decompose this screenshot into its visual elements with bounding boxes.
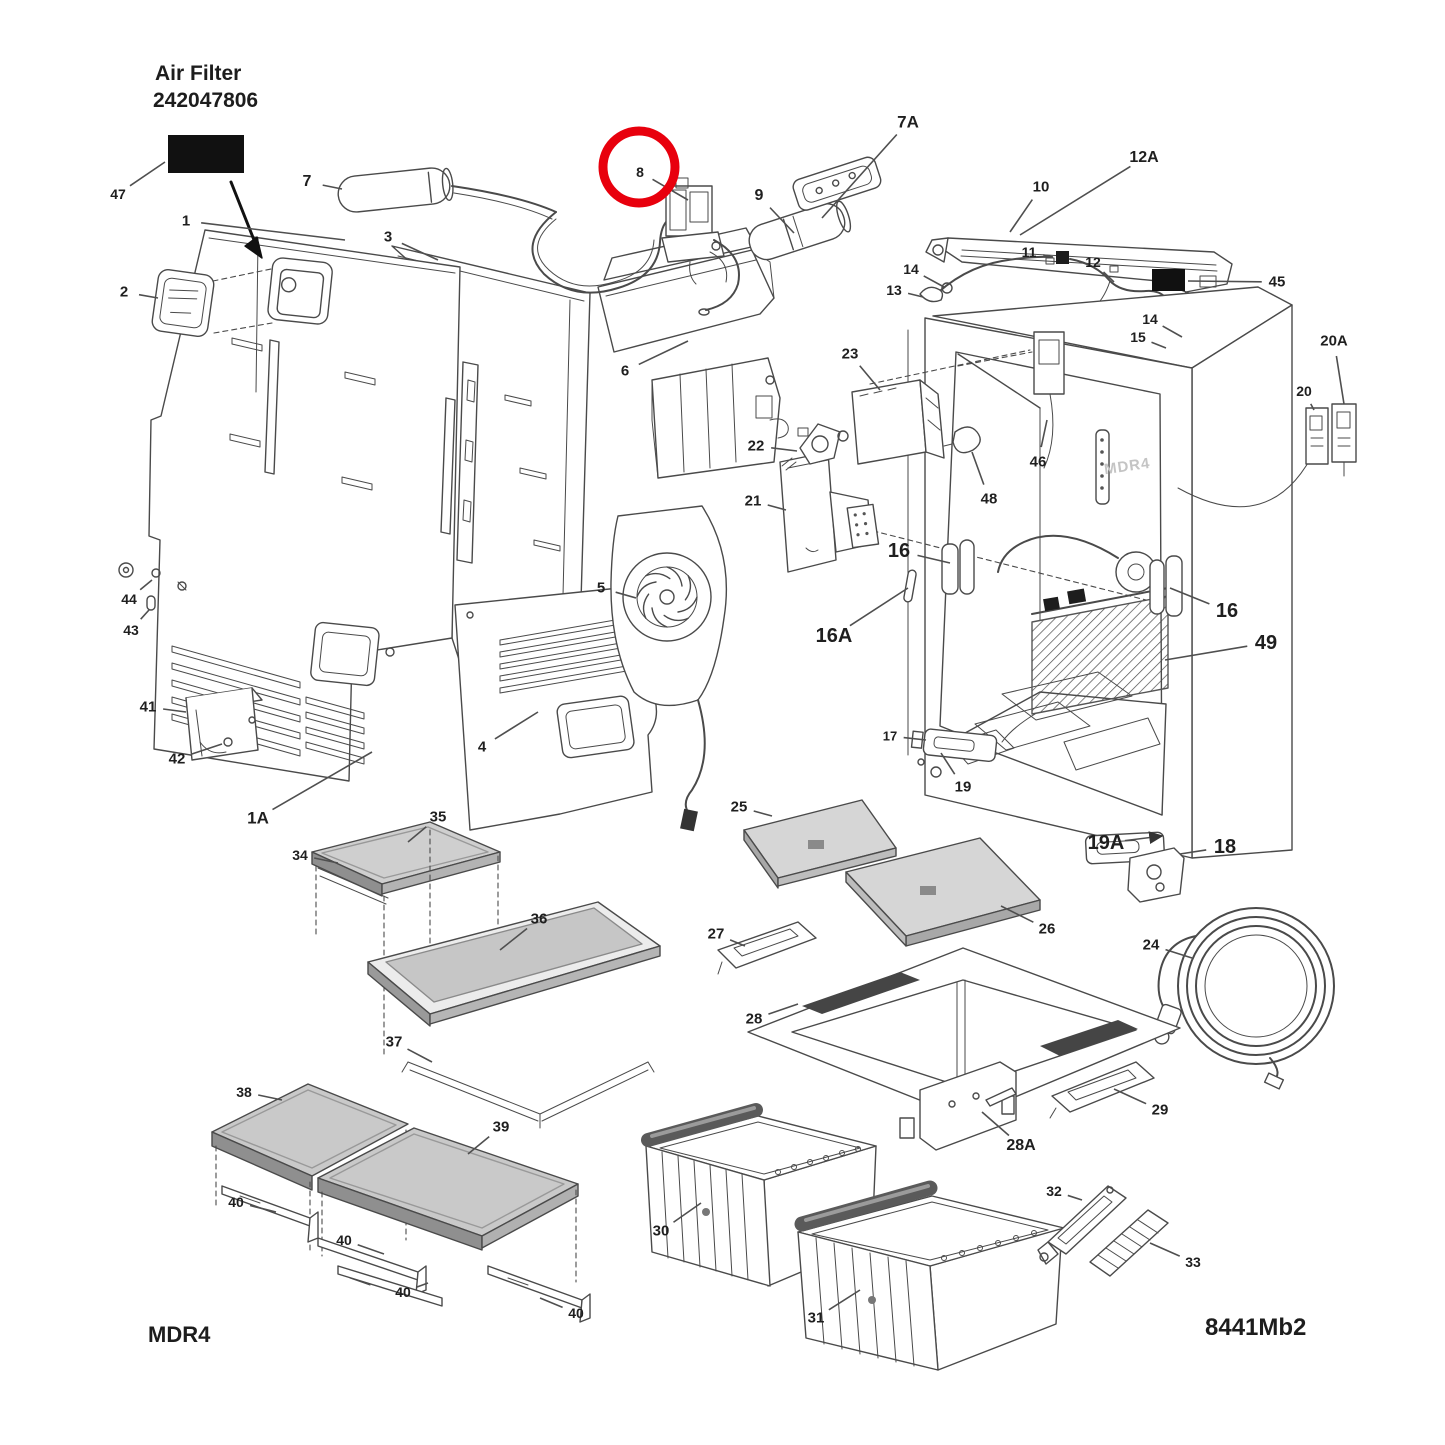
callout-19A: 19A <box>1087 832 1125 854</box>
part-33-grille <box>1089 1209 1169 1277</box>
part-3-inner-panel <box>391 245 591 699</box>
callout-43: 43 <box>123 622 139 638</box>
air-filter-part-number: 242047806 <box>153 89 259 112</box>
callout-3: 3 <box>383 228 393 246</box>
callout-12: 12 <box>1085 254 1101 270</box>
part-23-housing <box>851 379 945 465</box>
cabinet <box>837 286 1293 903</box>
callout-40: 40 <box>395 1284 411 1300</box>
callout-7: 7 <box>302 173 312 190</box>
callout-8: 8 <box>636 164 644 180</box>
callout-27: 27 <box>707 925 725 943</box>
part-1-back-panel <box>148 229 461 782</box>
callout-48: 48 <box>980 490 998 508</box>
callout-15: 15 <box>1130 329 1146 345</box>
callout-9: 9 <box>754 187 764 204</box>
callout-36: 36 <box>530 910 548 928</box>
callout-49: 49 <box>1254 632 1278 654</box>
callout-14: 14 <box>903 261 919 277</box>
callout-22: 22 <box>747 437 765 455</box>
part-29-rail <box>1049 1061 1155 1119</box>
part-32-rail <box>1037 1185 1127 1265</box>
callout-28: 28 <box>745 1010 763 1028</box>
part-21-cover <box>779 451 880 573</box>
part-28-drawer-frame <box>747 947 1181 1151</box>
callout-18: 18 <box>1213 836 1237 858</box>
callout-30: 30 <box>652 1222 670 1240</box>
callout-16A: 16A <box>815 625 853 647</box>
callout-31: 31 <box>807 1309 825 1327</box>
part-37-shelf-brackets <box>401 1061 655 1129</box>
part-36-large-shelf <box>367 901 661 1027</box>
part-24-water-line-coil <box>1154 907 1335 1090</box>
part-43-44-fasteners <box>118 562 187 611</box>
callout-7A: 7A <box>897 112 919 132</box>
callout-5: 5 <box>596 579 606 597</box>
callout-23: 23 <box>841 345 859 363</box>
callout-13: 13 <box>886 282 902 298</box>
callout-1: 1 <box>181 212 191 230</box>
part-41-cover <box>185 687 263 761</box>
callout-40: 40 <box>568 1305 584 1321</box>
part-25-glass-insert <box>743 799 897 889</box>
callout-38: 38 <box>236 1084 252 1100</box>
callout-4: 4 <box>477 738 487 756</box>
callout-1A: 1A <box>247 808 269 828</box>
callout-39: 39 <box>492 1118 510 1136</box>
callout-28A: 28A <box>1006 1137 1036 1154</box>
callout-46: 46 <box>1029 453 1047 471</box>
part-9-tube-housing <box>748 200 852 261</box>
part-22-hardware <box>781 423 849 471</box>
part-2-nameplate <box>151 268 215 338</box>
callout-40: 40 <box>336 1232 352 1248</box>
callout-37: 37 <box>385 1033 403 1051</box>
callout-34: 34 <box>292 847 308 863</box>
callout-16: 16 <box>887 540 911 562</box>
part-27-rail <box>717 921 817 975</box>
callout-21: 21 <box>744 492 762 510</box>
callout-29: 29 <box>1151 1101 1169 1119</box>
ice-maker-assembly <box>651 357 789 479</box>
callout-12A: 12A <box>1129 149 1159 166</box>
diagram-code-left: MDR4 <box>148 1322 211 1347</box>
callout-42: 42 <box>168 750 186 768</box>
callout-17: 17 <box>882 728 898 744</box>
callout-45: 45 <box>1268 273 1286 291</box>
callout-33: 33 <box>1185 1254 1201 1270</box>
callout-11: 11 <box>1021 244 1037 260</box>
callout-20: 20 <box>1296 383 1312 399</box>
callout-47: 47 <box>110 186 126 202</box>
part-39-shelf <box>317 1127 579 1283</box>
callout-10: 10 <box>1032 178 1050 196</box>
callout-14: 14 <box>1142 311 1158 327</box>
callout-16: 16 <box>1215 600 1239 622</box>
callout-40: 40 <box>228 1194 244 1210</box>
callout-2: 2 <box>119 283 129 301</box>
callout-26: 26 <box>1038 920 1056 938</box>
air-filter-label: Air Filter <box>155 62 242 85</box>
diagram-code-right: 8441Mb2 <box>1205 1314 1307 1341</box>
callout-44: 44 <box>121 591 137 607</box>
callout-25: 25 <box>730 798 748 816</box>
callout-35: 35 <box>429 808 447 826</box>
callout-32: 32 <box>1046 1183 1062 1199</box>
part-31-crisper-drawer <box>794 1180 1065 1371</box>
part-7-filter-cartridge <box>337 167 557 220</box>
callout-41: 41 <box>139 698 157 716</box>
callout-6: 6 <box>620 362 630 380</box>
callout-24: 24 <box>1142 936 1160 954</box>
callout-20A: 20A <box>1320 332 1348 350</box>
callout-19: 19 <box>954 778 972 796</box>
